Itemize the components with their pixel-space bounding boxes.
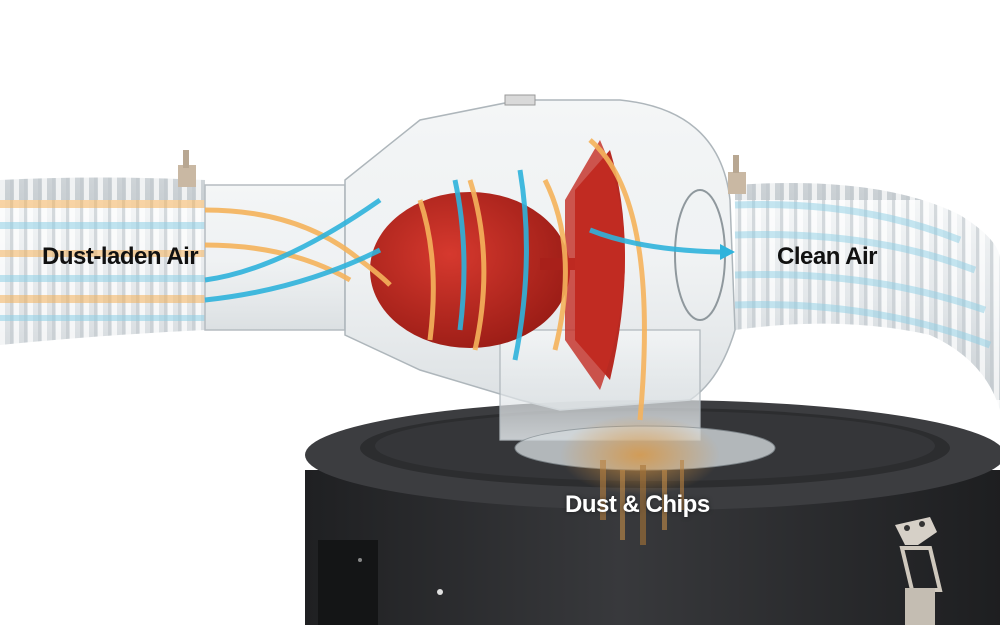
inlet-label: Dust-laden Air (42, 243, 199, 270)
clean-flow-arrows (204, 169, 721, 361)
outlet-hose (734, 183, 1000, 410)
dust-particles (600, 460, 684, 545)
outlet-label: Clean Air (777, 243, 877, 270)
collection-label: Dust & Chips (565, 491, 710, 518)
top-clamp (504, 94, 536, 106)
latch-icon (895, 517, 943, 625)
hose-clamp-left (178, 150, 196, 187)
inlet-hose (0, 177, 205, 345)
hose-clamp-right (728, 155, 746, 194)
separator-cone (370, 140, 625, 390)
dust-flow-arrows (204, 138, 647, 421)
